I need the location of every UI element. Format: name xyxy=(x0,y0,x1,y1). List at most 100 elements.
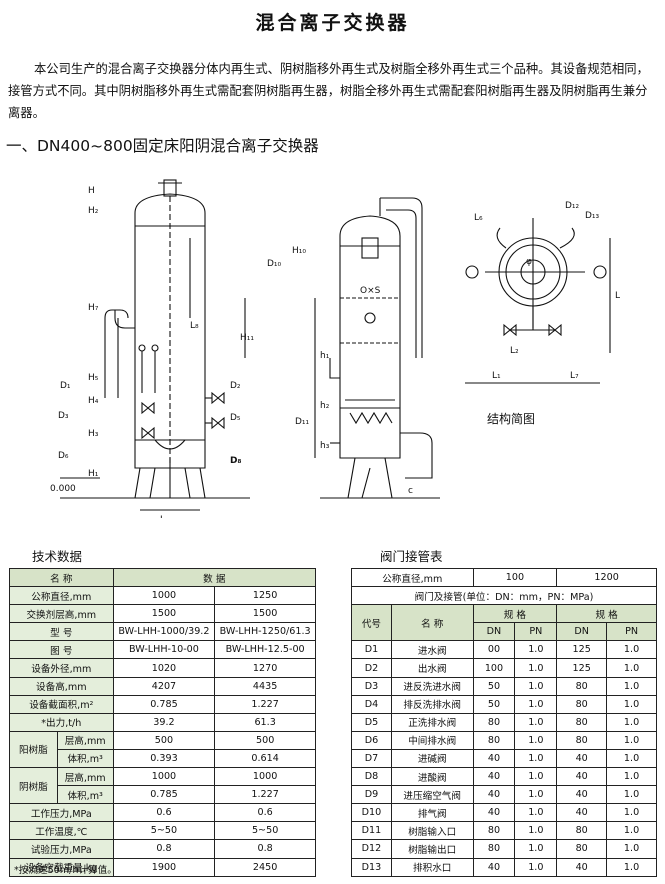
table-cell: 0.785 xyxy=(112,694,216,714)
table-cell: 公称直径,mm xyxy=(9,586,114,606)
table-cell: 1.0 xyxy=(514,730,558,750)
table-cell: 1.227 xyxy=(214,785,316,805)
table-cell: 80 xyxy=(472,712,516,732)
table-cell: 80 xyxy=(556,839,608,859)
svg-text:h₃: h₃ xyxy=(320,441,330,451)
table-header-row: 代号名 称规 格规 格 xyxy=(351,604,657,642)
footnote: *按流速50m/h计算值。 xyxy=(14,865,117,876)
table-cell: 层高,mm xyxy=(56,767,114,787)
svg-text:h₁: h₁ xyxy=(320,351,330,361)
table-cell: 树脂输出口 xyxy=(390,839,474,859)
table-cell: D7 xyxy=(351,748,392,769)
table-cell: 1.0 xyxy=(514,676,558,696)
svg-text:L₂: L₂ xyxy=(510,346,519,356)
table-cell: 1.0 xyxy=(514,748,558,769)
table-cell: 进酸阀 xyxy=(390,767,474,787)
table-cell: BW-LHH-10-00 xyxy=(112,640,216,660)
table-cell: 体积,m³ xyxy=(56,785,114,805)
svg-text:D₆: D₆ xyxy=(58,451,69,461)
table-cell: 名 称 xyxy=(9,567,114,588)
table-cell: D12 xyxy=(351,839,392,859)
table-cell: 1.0 xyxy=(514,640,558,660)
table-cell: 1.0 xyxy=(606,803,657,823)
table-cell: D9 xyxy=(351,785,392,805)
table-cell: 名 称 xyxy=(390,604,474,642)
table-cell: 40 xyxy=(556,803,608,823)
table-cell: 进碱阀 xyxy=(390,748,474,769)
table-cell: 1.0 xyxy=(606,785,657,805)
table-cell: 1.0 xyxy=(606,694,657,714)
table-cell: 1.0 xyxy=(606,676,657,696)
table-cell: 39.2 xyxy=(112,712,216,732)
tech-table-title: 技术数据 xyxy=(32,549,83,564)
table-cell: D10 xyxy=(351,803,392,823)
table-cell: 1250 xyxy=(214,586,316,606)
table-cell: 80 xyxy=(472,821,516,841)
table-cell: 40 xyxy=(556,857,608,877)
table-cell: 规 格 xyxy=(556,604,657,624)
table-cell: 1.0 xyxy=(606,821,657,841)
svg-text:D₂: D₂ xyxy=(230,381,241,391)
page-title: 混合离子交换器 xyxy=(255,12,410,34)
table-cell: 80 xyxy=(472,839,516,859)
table-cell: 代号 xyxy=(351,604,392,642)
table-cell: 0.8 xyxy=(214,839,316,859)
table-cell: 正洗排水阀 xyxy=(390,712,474,732)
table-cell: 100 xyxy=(472,567,558,588)
table-cell: 1.0 xyxy=(606,658,657,678)
table-cell: 80 xyxy=(556,694,608,714)
svg-text:H₂: H₂ xyxy=(88,206,99,216)
svg-text:H₄: H₄ xyxy=(88,396,99,406)
table-cell: 设备截面积,m² xyxy=(9,694,114,714)
table-cell: 进反洗进水阀 xyxy=(390,676,474,696)
table-cell: 1.0 xyxy=(606,857,657,877)
table-cell: 排反洗排水阀 xyxy=(390,694,474,714)
table-cell: DN xyxy=(556,622,608,642)
table-cell: PN xyxy=(514,622,558,642)
table-cell: 125 xyxy=(556,640,608,660)
table-cell: 500 xyxy=(214,730,316,750)
table-cell: 规 格 xyxy=(472,604,558,624)
table-cell: 图 号 xyxy=(9,640,114,660)
table-cell: PN xyxy=(606,622,657,642)
svg-text:L: L xyxy=(615,291,620,301)
svg-text:L₈: L₈ xyxy=(190,321,199,331)
table-cell: 1200 xyxy=(556,567,657,588)
table-cell: D3 xyxy=(351,676,392,696)
svg-text:L₆: L₆ xyxy=(474,213,483,223)
table-header-row: 名 称数 据 xyxy=(9,567,317,588)
table-cell: 0.6 xyxy=(112,803,216,823)
side-view-drawing: D₁₀ H₁₀ D₁₁ h₁ h₂ h₃ O×S c xyxy=(267,197,440,499)
svg-text:D₅: D₅ xyxy=(230,413,241,423)
table-cell: 排积水口 xyxy=(390,857,474,877)
svg-text:D₁: D₁ xyxy=(60,381,71,391)
table-cell: 1020 xyxy=(112,658,216,678)
svg-text:H₁₀: H₁₀ xyxy=(292,246,306,256)
table-cell: 阀门及接管(单位：DN：mm，PN：MPa) xyxy=(351,586,657,606)
svg-text:L₇: L₇ xyxy=(570,371,579,381)
svg-text:D₈: D₈ xyxy=(230,456,241,466)
table-cell: 1270 xyxy=(214,658,316,678)
table-cell: 80 xyxy=(556,730,608,750)
table-cell: 交换剂层高,mm xyxy=(9,604,114,624)
